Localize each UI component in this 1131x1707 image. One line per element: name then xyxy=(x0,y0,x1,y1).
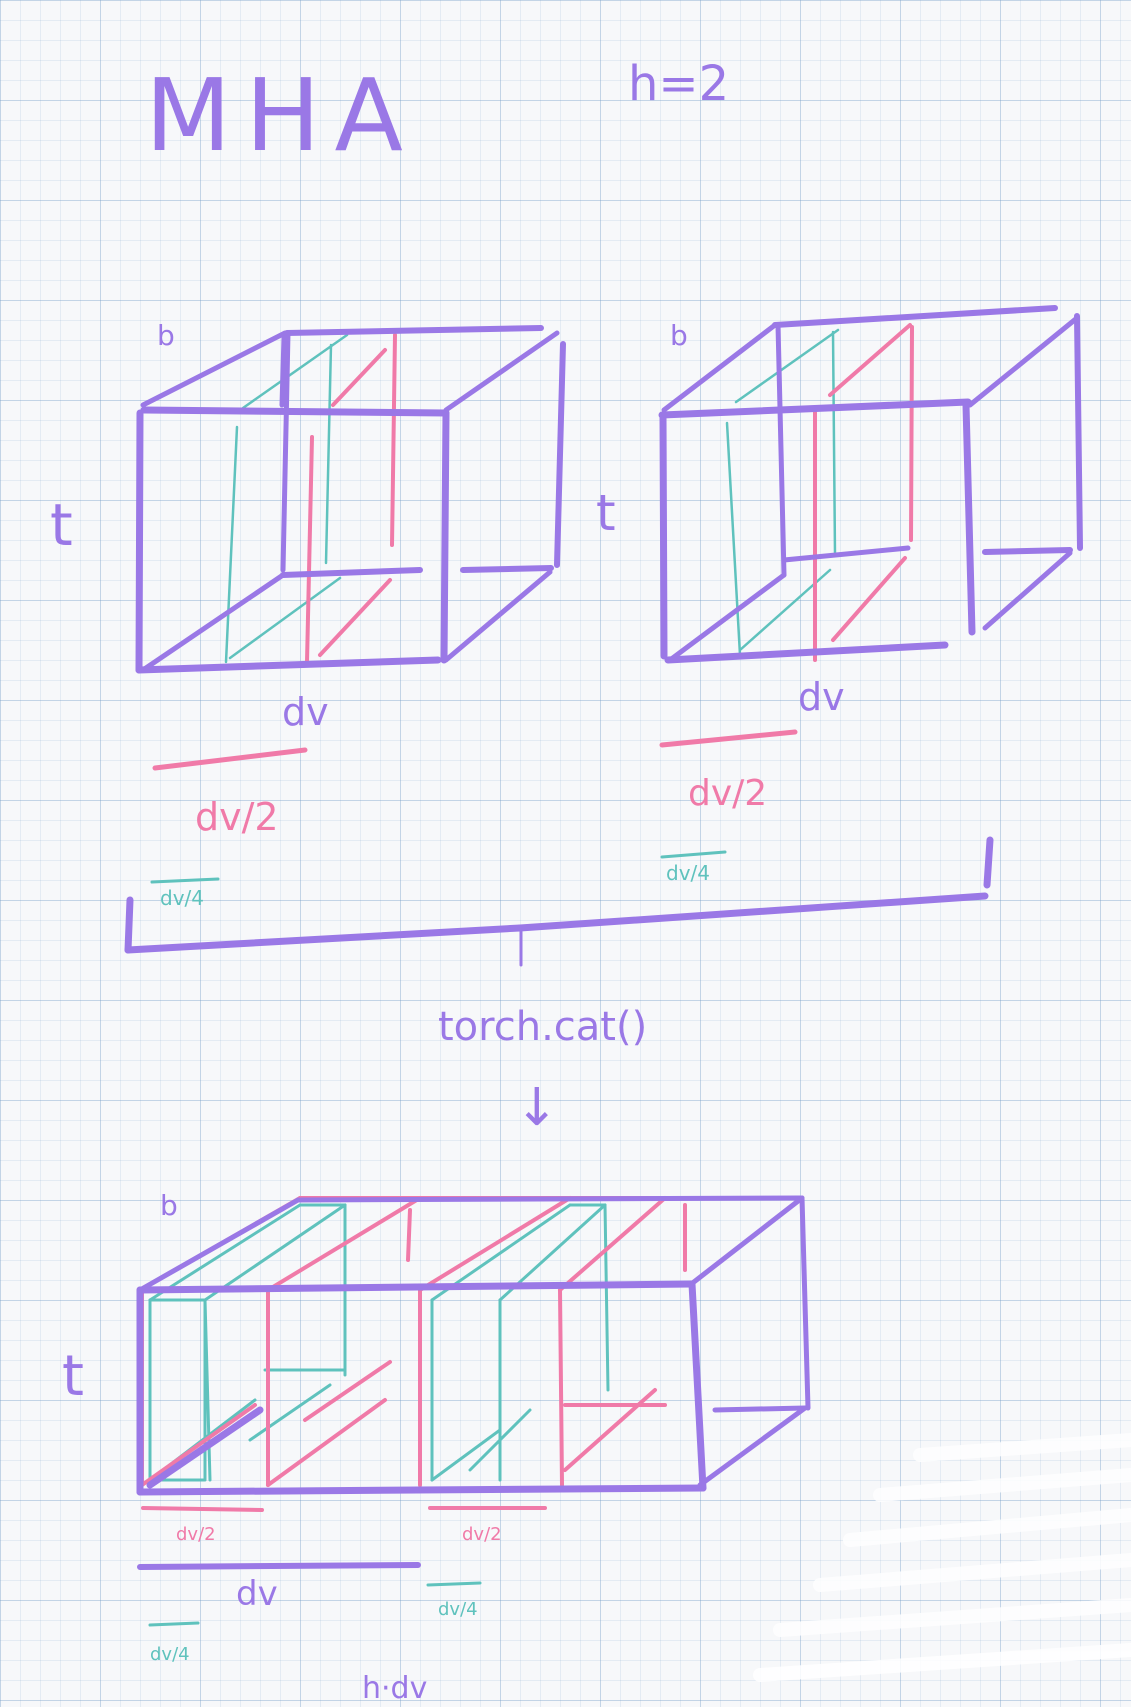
result-half-bar-a xyxy=(141,1506,264,1512)
result-height-label: t xyxy=(62,1344,84,1409)
result-half-label-b: dv/2 xyxy=(462,1524,502,1545)
head-2-mid-edges xyxy=(775,322,911,578)
head-1-quarter-bar xyxy=(150,877,220,884)
head-2-depth-label: b xyxy=(670,319,688,352)
result-depth-label: b xyxy=(160,1189,178,1222)
result-measures xyxy=(137,1506,547,1627)
title-text: MHA xyxy=(145,57,417,174)
heads-note: h=2 xyxy=(628,56,729,112)
head-2-half-label: dv/2 xyxy=(688,773,767,814)
head-2-width-label: dv xyxy=(798,675,845,719)
head-2-quarter-bar xyxy=(660,850,727,859)
result-front-face xyxy=(136,1280,707,1496)
head-2-quarter-label: dv/4 xyxy=(666,861,710,885)
head-1-half-splits xyxy=(305,333,397,664)
head-1-quarter-splits xyxy=(224,333,349,664)
concatenated-tensor xyxy=(136,1195,811,1496)
head-2-depth-edges xyxy=(661,315,1080,663)
result-quarter-bar-b xyxy=(426,1581,482,1587)
result-quarter-bar-a xyxy=(148,1621,200,1627)
result-back-and-depth xyxy=(137,1195,811,1488)
down-arrow-icon: ↓ xyxy=(515,1078,559,1138)
head-1-front-face xyxy=(135,406,450,674)
head-1-half-bar xyxy=(152,747,308,771)
result-half-label-a: dv/2 xyxy=(176,1524,216,1545)
concat-bracket xyxy=(124,836,994,954)
head-2-height-label: t xyxy=(596,484,616,542)
concat-operation-label: torch.cat() xyxy=(438,1004,647,1050)
head-2-back-face xyxy=(772,305,1083,555)
head-1-width-label: dv xyxy=(282,690,329,734)
head-1-quarter-label: dv/4 xyxy=(160,886,204,910)
head-1-measures xyxy=(150,747,308,884)
head-2-front-face xyxy=(658,398,976,664)
result-quarter-label-a: dv/4 xyxy=(150,1644,190,1665)
head-1-back-face xyxy=(280,325,566,578)
head-1-mid-edges xyxy=(279,330,291,573)
head-1-tensor xyxy=(135,325,566,674)
head-2-tensor xyxy=(658,305,1083,664)
result-width-bar xyxy=(137,1562,421,1570)
head-1-height-label: t xyxy=(50,491,73,559)
head-2-measures xyxy=(659,729,798,859)
result-total-width-label: h·dv xyxy=(362,1671,427,1706)
head-1-depth-edges xyxy=(140,330,560,673)
head-2-half-splits xyxy=(813,323,914,662)
head-2-half-bar xyxy=(659,729,798,748)
head-1-depth-label: b xyxy=(157,319,175,352)
eraser-smudge xyxy=(753,1433,1131,1682)
head-1-half-label: dv/2 xyxy=(195,795,279,839)
result-quarter-label-b: dv/4 xyxy=(438,1599,478,1620)
result-width-label: dv xyxy=(236,1574,278,1614)
